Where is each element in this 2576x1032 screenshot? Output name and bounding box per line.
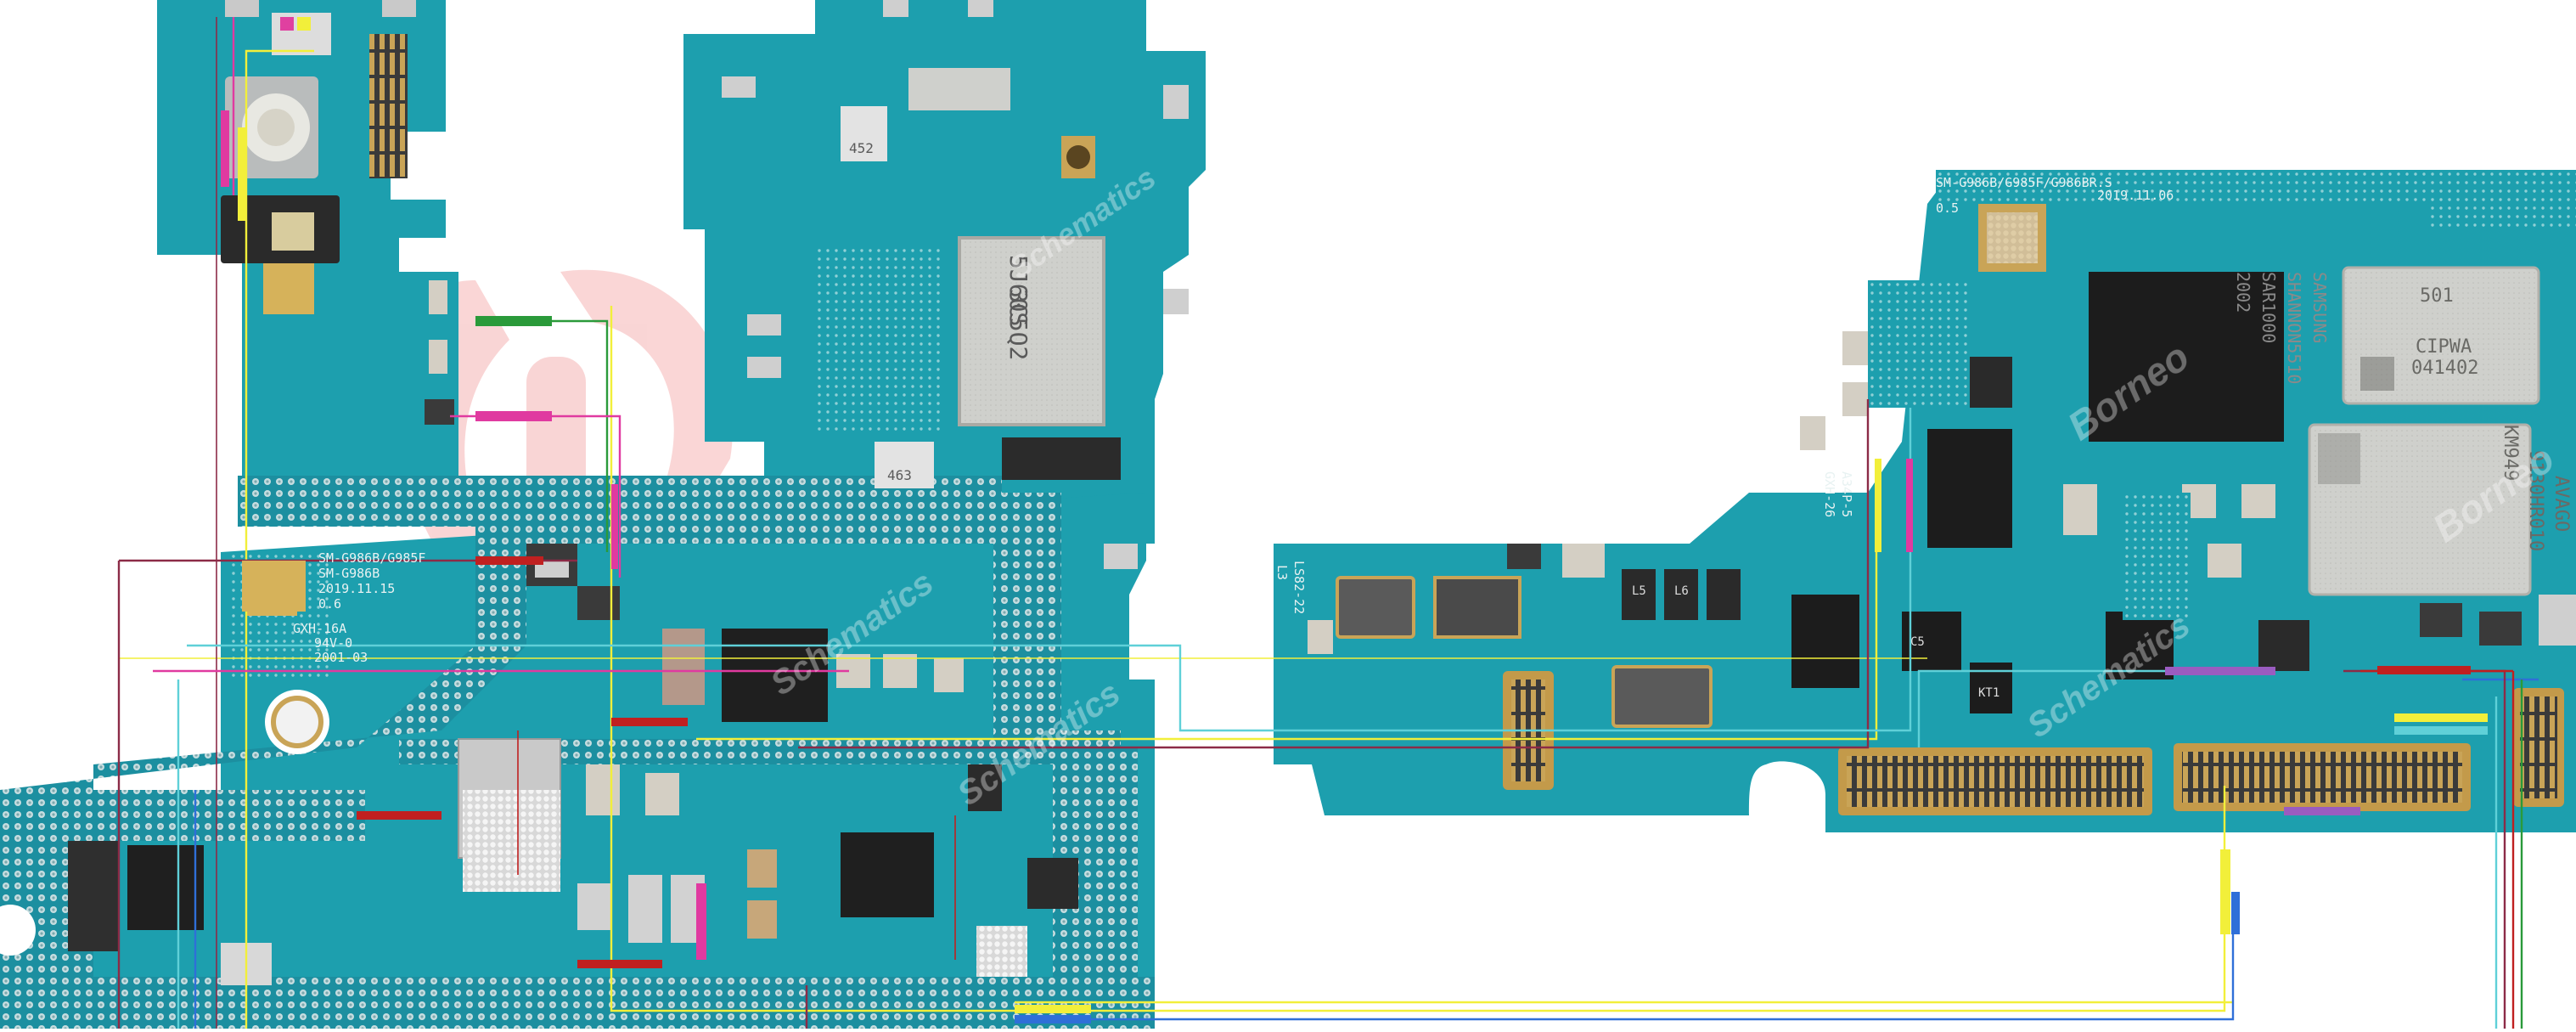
silkscreen-left-chips: 452 5J60S 3C5Q2 463 <box>849 140 1032 483</box>
chip-small-shield-label: 463 <box>887 467 912 483</box>
silk-left-ul: 94V-0 <box>314 635 352 651</box>
silkscreen-right: SM-G986B/G985F/G986BR.S 2019.11.06 0.5 G… <box>1274 175 2174 614</box>
silk-right-side-code: GXH-26 <box>1822 471 1837 517</box>
silk-right-side-code2: A34P-5 <box>1839 471 1854 517</box>
passive-label-1: L5 <box>1632 584 1646 598</box>
wire-labels <box>221 110 2488 1024</box>
chip-pmic-small-label: 452 <box>849 140 874 156</box>
silk-left-date: 2019.11.15 <box>318 581 395 596</box>
chip-modem-line4: 2002 <box>2233 272 2253 313</box>
silkscreen-rf: 501 CIPWA 041402 AVAGO 9130HR010 KM949 <box>2411 285 2572 551</box>
silk-right-date: 2019.11.06 <box>2097 188 2174 203</box>
chip-rf-top-line2: CIPWA <box>2416 336 2472 358</box>
silkscreen-passives: L5 L6 C5 KT1 <box>1632 584 1999 700</box>
passive-label-2: L6 <box>1674 584 1689 598</box>
silk-right-model: SM-G986B/G985F/G986BR.S <box>1936 175 2112 190</box>
silk-left-model: SM-G986B/G985F <box>318 550 425 566</box>
right-pcb <box>1274 170 2576 832</box>
chip-main-shield-line2: 3C5Q2 <box>1004 289 1032 360</box>
silk-right-layer2: LS82-22 <box>1291 561 1307 614</box>
silk-left-rev: 0.6 <box>318 596 341 612</box>
chip-rf-top-line1: 501 <box>2420 285 2454 307</box>
chip-modem-line3: SAR1000 <box>2258 272 2279 343</box>
chip-rf-bottom-line2: 9130HR010 <box>2525 450 2546 551</box>
chip-main-shield-line1: 5J60S <box>1004 255 1032 326</box>
chip-rf-bottom-line1: AVAGO <box>2551 476 2572 532</box>
silk-left-code: 2001-03 <box>314 650 368 665</box>
passive-label-3: C5 <box>1910 635 1925 649</box>
silkscreen-left: SM-G986B/G985F SM-G986B 2019.11.15 0.6 G… <box>242 550 425 665</box>
left-pcb <box>0 0 1206 1029</box>
silk-left-pcb-code: GXH-16A <box>293 621 346 636</box>
silkscreen-right-chips: SAMSUNG SHANNON5510 SAR1000 2002 <box>2233 272 2330 384</box>
chip-rf-top-line3: 041402 <box>2411 358 2478 379</box>
chip-modem-line2: SHANNON5510 <box>2284 272 2304 384</box>
silk-left-model2: SM-G986B <box>318 566 380 581</box>
silk-right-layer: L3 <box>1274 565 1290 580</box>
chip-modem-line1: SAMSUNG <box>2309 272 2330 343</box>
passive-label-4: KT1 <box>1978 686 1999 700</box>
chip-rf-bottom-line3: KM949 <box>2500 425 2521 481</box>
silk-right-rev: 0.5 <box>1936 200 1959 216</box>
